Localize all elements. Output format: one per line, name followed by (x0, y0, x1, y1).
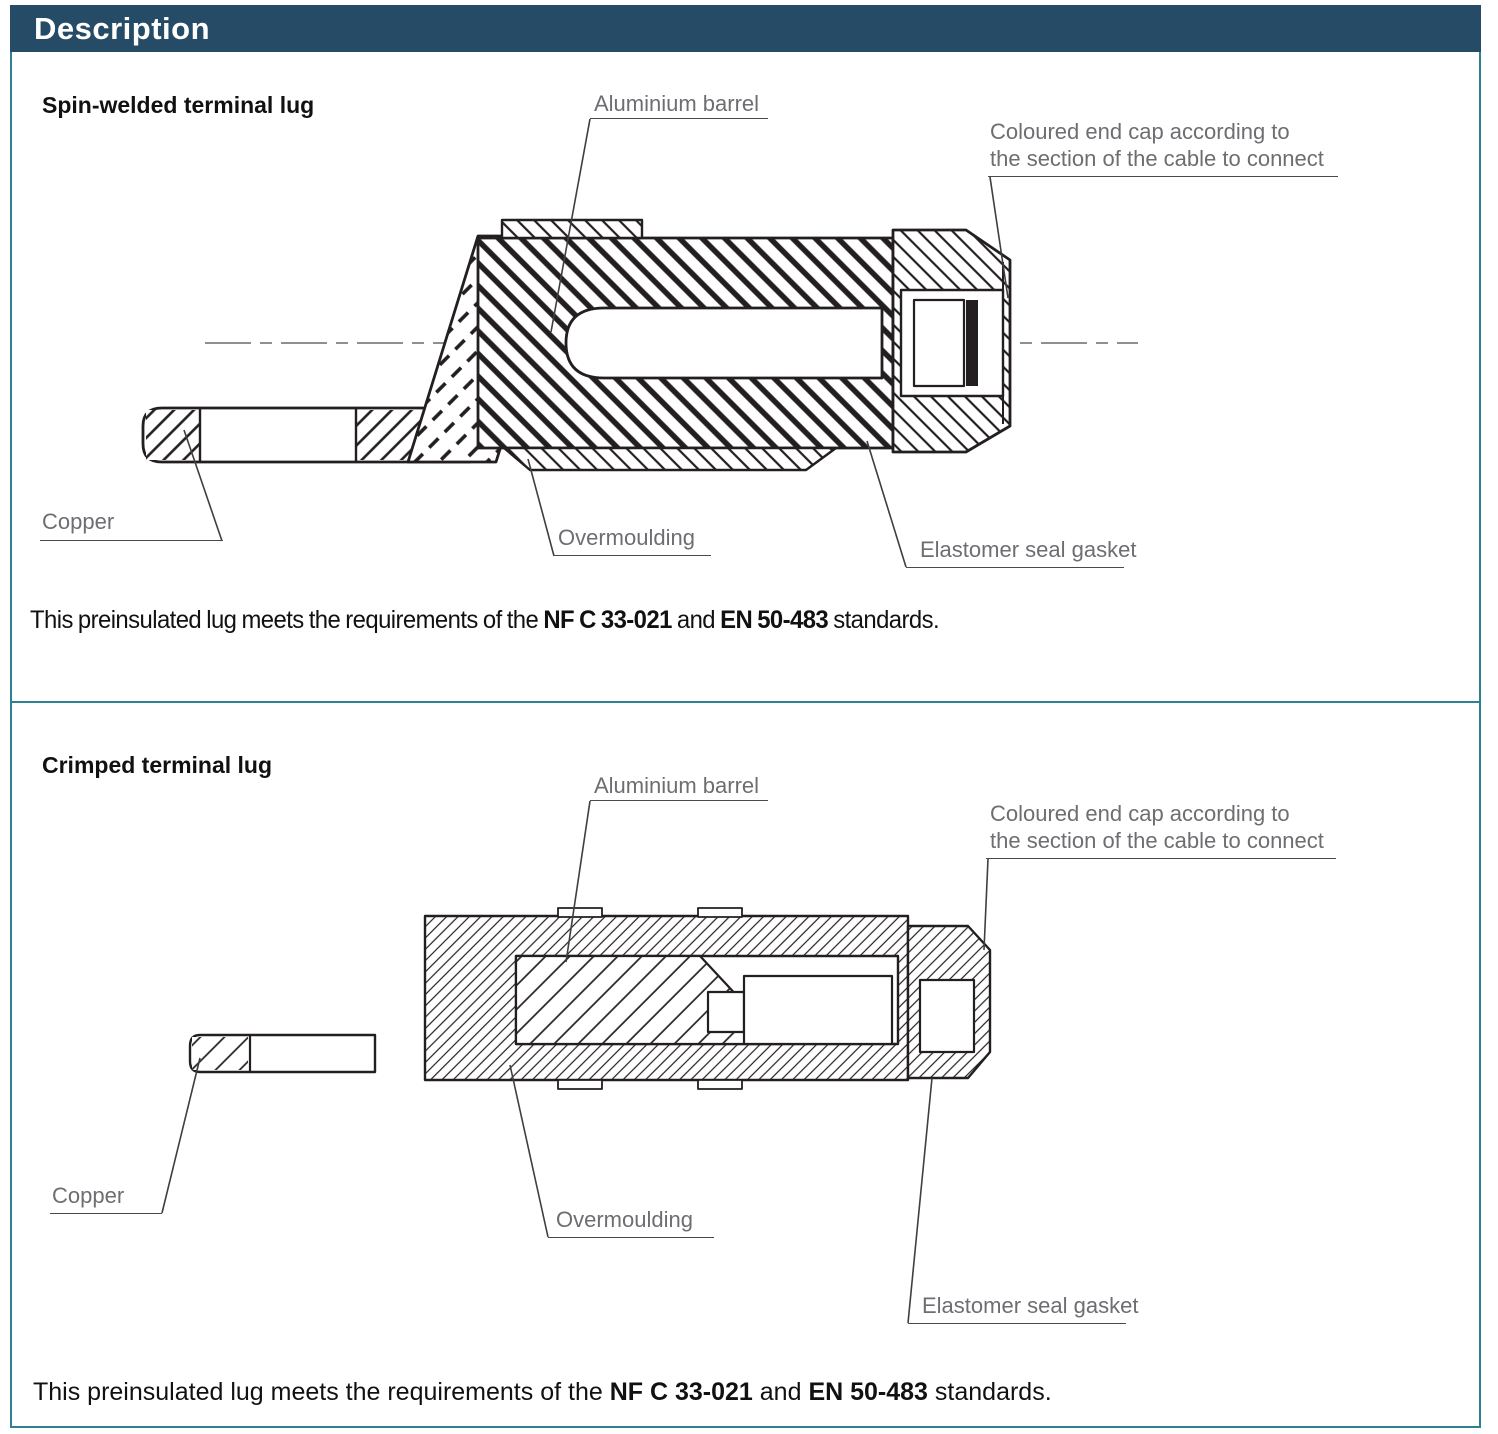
crimped-lug-drawing (161, 800, 992, 1324)
section-frame-crimped (10, 703, 1481, 1428)
callout-underline (50, 1213, 162, 1214)
callout-end-cap-1: Coloured end cap according to the sectio… (990, 119, 1324, 171)
section2-title: Crimped terminal lug (42, 752, 273, 778)
callout-overmoulding-1: Overmoulding (558, 525, 695, 550)
callout-underline (590, 118, 768, 119)
callout-aluminium-barrel-1: Aluminium barrel (594, 91, 760, 116)
section2-note: This preinsulated lug meets the requirem… (33, 1378, 1052, 1406)
callout-elastomer-gasket-2: Elastomer seal gasket (922, 1293, 1139, 1318)
callout-underline (988, 176, 1338, 177)
callout-elastomer-gasket-1: Elastomer seal gasket (920, 537, 1137, 562)
callout-leader-lines-2 (161, 800, 989, 1324)
callout-underline (906, 567, 1124, 568)
callout-aluminium-barrel-2: Aluminium barrel (594, 773, 760, 798)
callout-leader-lines-1 (183, 118, 1009, 568)
page-header: Description (10, 5, 1481, 52)
callout-underline (986, 858, 1336, 859)
callout-copper-1: Copper (42, 509, 115, 534)
callout-underline (590, 800, 768, 801)
callout-end-cap-2: Coloured end cap according to the sectio… (990, 801, 1324, 853)
callout-underline (554, 555, 711, 556)
section1-note: This preinsulated lug meets the requirem… (30, 606, 940, 634)
callout-overmoulding-2: Overmoulding (556, 1207, 693, 1232)
page-title: Description (34, 10, 211, 46)
callout-underline (40, 540, 223, 541)
section1-title: Spin-welded terminal lug (42, 92, 315, 118)
callout-underline (548, 1237, 714, 1238)
section-frame-spin-welded (10, 52, 1481, 703)
callout-copper-2: Copper (52, 1183, 125, 1208)
callout-underline (908, 1323, 1126, 1324)
spin-welded-lug-drawing (141, 118, 1138, 568)
